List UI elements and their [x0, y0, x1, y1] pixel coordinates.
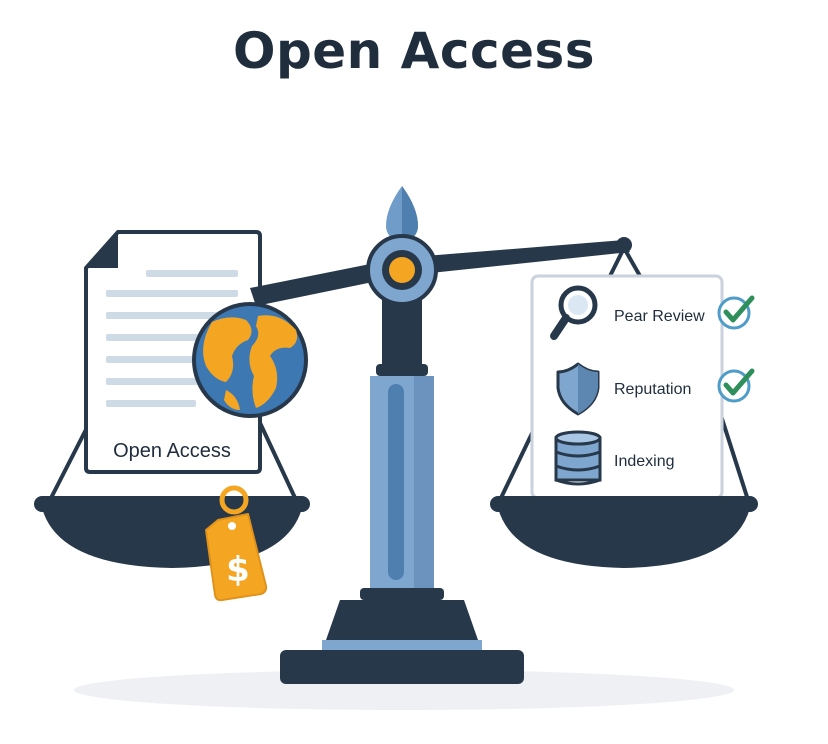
criterion-label: Indexing: [614, 453, 675, 470]
check-icon: [717, 368, 755, 403]
shield-icon: [556, 362, 600, 416]
database-icon: [554, 430, 602, 486]
scale-beam: [250, 240, 630, 306]
beam-right-end: [616, 237, 632, 253]
page-title: Open Access: [232, 22, 596, 80]
criterion-label: Reputation: [614, 381, 691, 398]
scale-base: [280, 650, 524, 684]
right-pan-string: [622, 247, 642, 277]
check-icon: [717, 295, 755, 330]
right-pan-string: [608, 247, 626, 277]
price-tag-icon: $: [205, 485, 268, 602]
magnifier-icon: [550, 285, 598, 340]
right-pan-group: Pear Review Reputation Indexing: [490, 247, 758, 568]
floor-shadow: [74, 670, 734, 710]
right-pan-bowl: [498, 508, 750, 568]
criterion-label: Pear Review: [614, 308, 705, 325]
document-icon: Open Access: [84, 230, 262, 474]
price-tag-symbol: $: [226, 550, 250, 590]
left-pan-group: Open Access $: [34, 230, 310, 602]
globe-icon: [192, 302, 308, 418]
document-label: Open Access: [113, 440, 231, 462]
scale-stand: [280, 186, 524, 684]
left-pan-bowl: [42, 508, 302, 568]
